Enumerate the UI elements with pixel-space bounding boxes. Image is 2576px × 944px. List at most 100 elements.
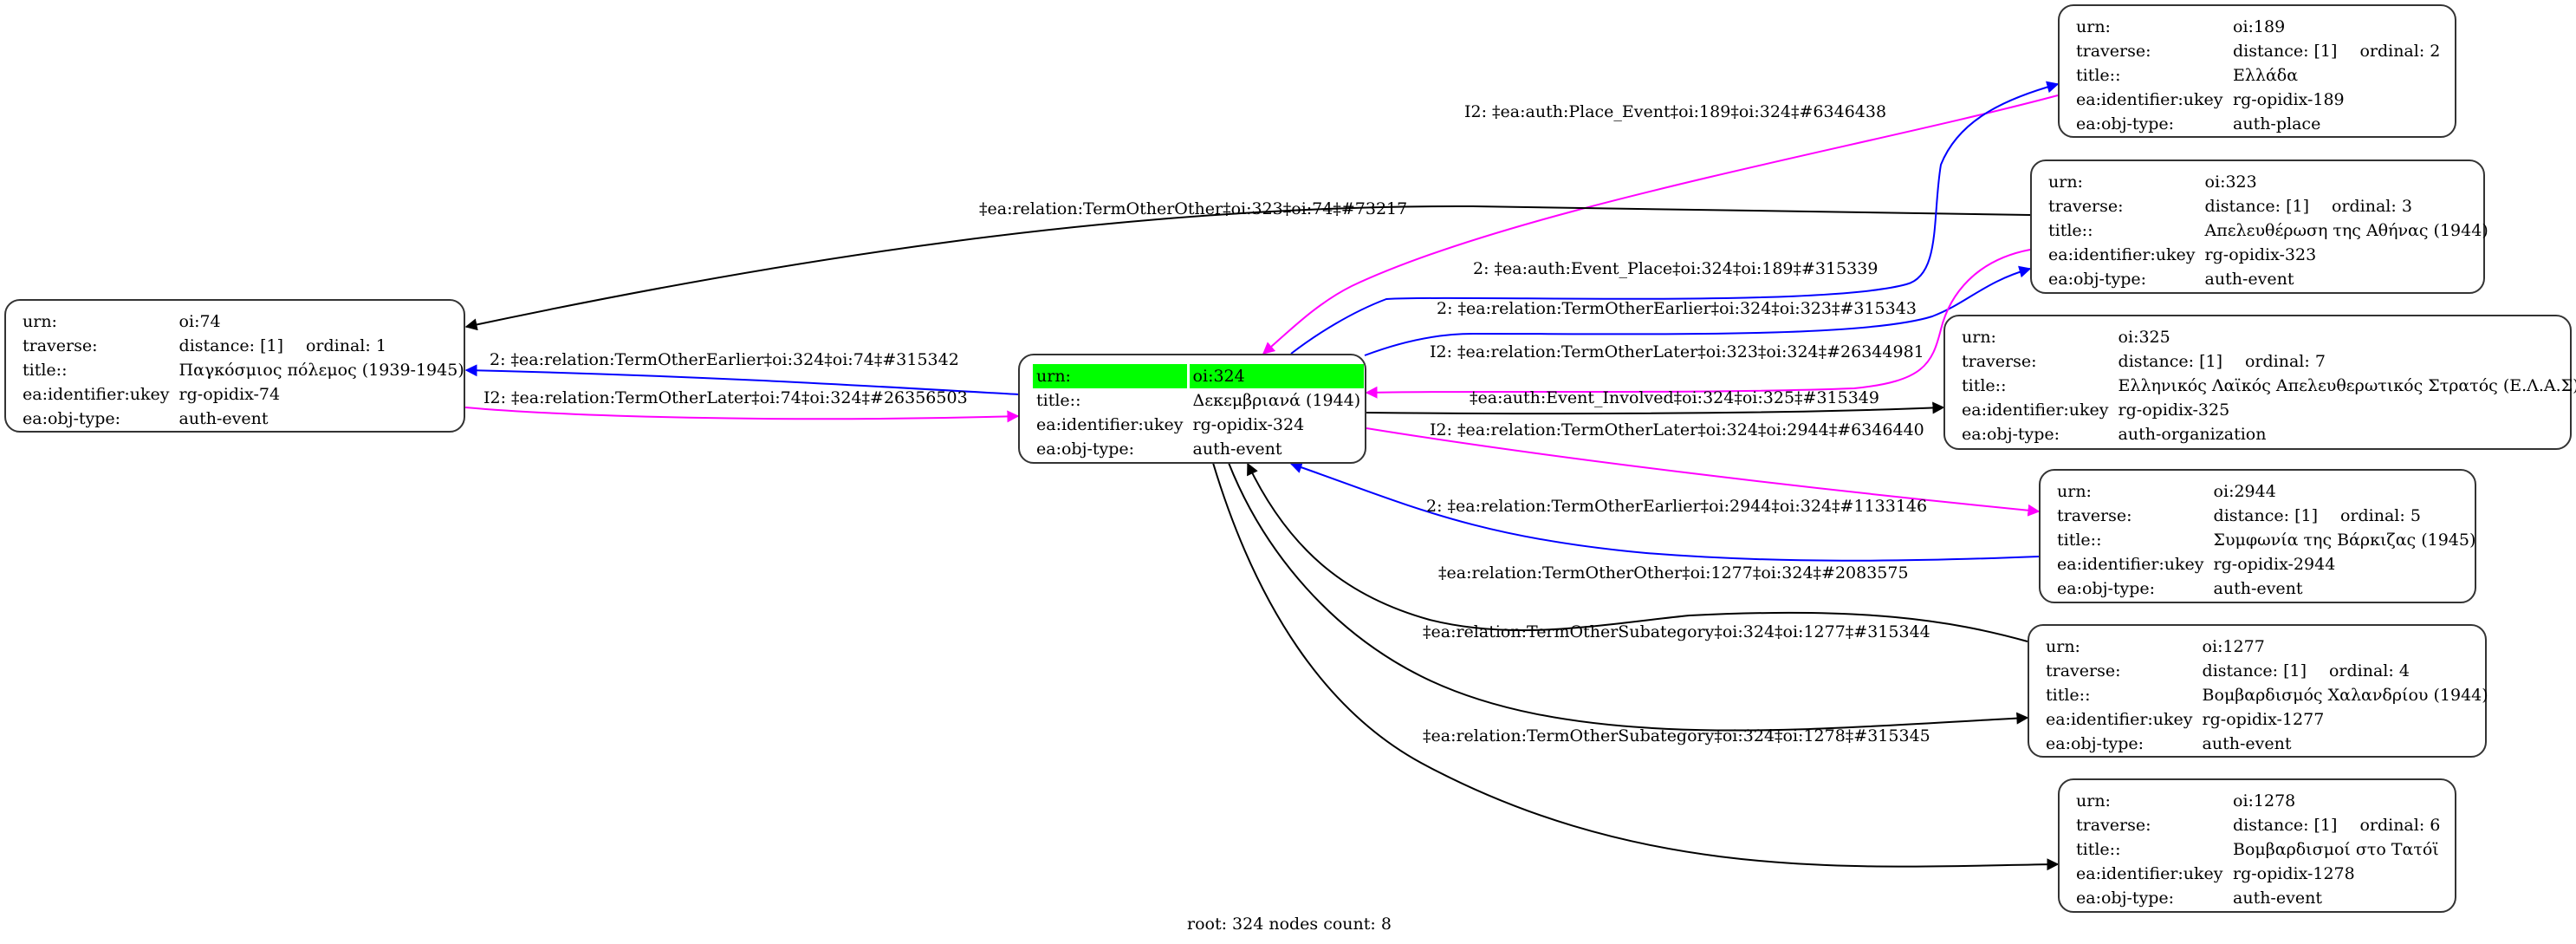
edge-label-e3: 2: ‡ea:auth:Event_Place‡oi:324‡oi:189‡#3…	[1473, 259, 1878, 278]
field-label: urn:	[1033, 364, 1187, 388]
node-objtype: auth-event	[2204, 270, 2294, 289]
field-label: ea:obj-type:	[23, 409, 121, 428]
node-traverse: distance: [1]ordinal: 2	[2233, 42, 2441, 61]
node-urn: oi:189	[2233, 17, 2286, 36]
edge-label-e7: I2: ‡ea:relation:TermOtherLater‡oi:74‡oi…	[483, 388, 968, 407]
field-label: ea:identifier:ukey	[2048, 245, 2196, 264]
edge-label-e2: ‡ea:relation:TermOtherOther‡oi:323‡oi:74…	[979, 199, 1408, 218]
field-label: ea:identifier:ukey	[1036, 415, 1184, 434]
node-oi-325[interactable]: urn: oi:325 traverse: distance: [1]ordinal…	[1943, 315, 2576, 450]
edge-e9	[1366, 427, 2041, 517]
node-urn: oi:324	[1189, 364, 1365, 388]
field-label: urn:	[2057, 482, 2092, 501]
edge-label-e13: ‡ea:relation:TermOtherSubategory‡oi:324‡…	[1423, 726, 1930, 745]
edge-e2	[464, 205, 2031, 331]
node-ukey: rg-opidix-74	[178, 385, 281, 404]
field-label: title::	[2076, 66, 2121, 85]
node-urn: oi:1278	[2233, 791, 2296, 811]
node-objtype: auth-event	[2213, 579, 2303, 598]
node-objtype: auth-event	[1192, 439, 1282, 459]
field-label: title::	[1962, 376, 2007, 395]
node-oi-323[interactable]: urn:oi:323 traverse:distance: [1]ordinal…	[2030, 160, 2488, 294]
node-objtype: auth-place	[2233, 114, 2321, 133]
edge-e4	[1364, 265, 2032, 356]
field-label: ea:obj-type:	[2076, 889, 2175, 908]
field-label: ea:identifier:ukey	[23, 385, 170, 404]
edge-e11	[1247, 462, 2028, 642]
node-traverse: distance: [1]ordinal: 5	[2213, 506, 2421, 525]
node-ukey: rg-opidix-189	[2233, 90, 2345, 109]
edge-label-e5: I2: ‡ea:relation:TermOtherLater‡oi:323‡o…	[1430, 342, 1924, 361]
node-ukey: rg-opidix-1278	[2233, 864, 2355, 883]
node-traverse: distance: [1]ordinal: 1	[178, 336, 386, 355]
field-label: ea:obj-type:	[2076, 114, 2175, 133]
field-label: ea:obj-type:	[2048, 270, 2147, 289]
node-objtype: auth-event	[178, 409, 269, 428]
field-label: title::	[23, 361, 68, 380]
node-oi-324-root[interactable]: urn:oi:324 title::Δεκεμβριανά (1944) ea:…	[1018, 354, 1366, 464]
field-label: ea:identifier:ukey	[2046, 710, 2193, 729]
edge-label-e10: 2: ‡ea:relation:TermOtherEarlier‡oi:2944…	[1426, 497, 1928, 516]
field-label: traverse:	[2076, 816, 2151, 835]
field-label: ea:identifier:ukey	[2076, 90, 2223, 109]
node-oi-2944[interactable]: urn:oi:2944 traverse:distance: [1]ordina…	[2039, 469, 2476, 603]
edge-label-e1: I2: ‡ea:auth:Place_Event‡oi:189‡oi:324‡#…	[1464, 102, 1887, 121]
edge-e5	[1365, 249, 2031, 399]
field-label: ea:obj-type:	[1962, 425, 2060, 444]
field-label: title::	[2048, 221, 2093, 240]
field-label: traverse:	[1962, 352, 2037, 371]
field-label: urn:	[2076, 791, 2111, 811]
node-ukey: rg-opidix-2944	[2213, 555, 2336, 574]
field-label: ea:identifier:ukey	[2057, 555, 2204, 574]
node-traverse: distance: [1]ordinal: 7	[2118, 352, 2326, 371]
graph-footer-caption: root: 324 nodes count: 8	[1187, 915, 1392, 934]
edge-e6	[464, 364, 1019, 395]
field-label: traverse:	[2076, 42, 2151, 61]
field-label: traverse:	[2057, 506, 2132, 525]
node-ukey: rg-opidix-1277	[2202, 710, 2325, 729]
node-title: Βομβαρδισμοί στο Τατόϊ	[2233, 840, 2439, 859]
node-title: Ελληνικός Λαϊκός Απελευθερωτικός Στρατός…	[2118, 376, 2576, 395]
edge-e7	[464, 407, 1020, 423]
node-traverse: distance: [1]ordinal: 3	[2204, 197, 2412, 216]
node-oi-189[interactable]: urn: oi:189 traverse: distance: [1]ordinal…	[2058, 4, 2456, 138]
edge-label-e8: ‡ea:auth:Event_Involved‡oi:324‡oi:325‡#3…	[1470, 388, 1879, 407]
field-label: traverse:	[2048, 197, 2124, 216]
node-objtype: auth-event	[2202, 734, 2292, 753]
edge-label-e9: I2: ‡ea:relation:TermOtherLater‡oi:324‡o…	[1430, 420, 1924, 439]
field-label: urn:	[2046, 637, 2080, 656]
field-label: urn:	[2076, 17, 2111, 36]
node-title: Συμφωνία της Βάρκιζας (1945)	[2213, 531, 2476, 550]
node-ukey: rg-opidix-324	[1192, 415, 1305, 434]
edge-e3	[1290, 81, 2060, 355]
edge-e12	[1228, 462, 2029, 732]
edge-label-e12: ‡ea:relation:TermOtherSubategory‡oi:324‡…	[1423, 622, 1930, 641]
edge-e10	[1289, 461, 2040, 562]
edge-label-e6: 2: ‡ea:relation:TermOtherEarlier‡oi:324‡…	[490, 350, 959, 369]
field-label: ea:obj-type:	[2057, 579, 2156, 598]
field-label: title::	[2046, 686, 2091, 705]
field-label: ea:obj-type:	[2046, 734, 2145, 753]
node-urn: oi:1277	[2202, 637, 2265, 656]
field-label: title::	[1036, 391, 1081, 410]
field-label: traverse:	[2046, 661, 2121, 680]
field-label: urn:	[23, 312, 57, 331]
node-oi-1278[interactable]: urn:oi:1278 traverse:distance: [1]ordina…	[2058, 778, 2456, 913]
node-title: Ελλάδα	[2233, 66, 2299, 85]
node-oi-74[interactable]: urn:oi:74 traverse:distance: [1]ordinal:…	[4, 299, 465, 433]
node-title: Παγκόσμιος πόλεμος (1939-1945)	[178, 361, 464, 380]
node-urn: oi:325	[2118, 328, 2170, 347]
field-label: title::	[2057, 531, 2102, 550]
field-label: urn:	[1962, 328, 1996, 347]
node-ukey: rg-opidix-323	[2204, 245, 2317, 264]
field-label: ea:obj-type:	[1036, 439, 1135, 459]
node-urn: oi:74	[178, 312, 221, 331]
field-label: urn:	[2048, 173, 2083, 192]
edge-label-e4: 2: ‡ea:relation:TermOtherEarlier‡oi:324‡…	[1437, 299, 1917, 318]
node-title: Δεκεμβριανά (1944)	[1192, 391, 1361, 410]
node-objtype: auth-event	[2233, 889, 2322, 908]
edge-e8	[1366, 401, 1945, 415]
node-oi-1277[interactable]: urn:oi:1277 traverse:distance: [1]ordina…	[2028, 624, 2488, 758]
node-title: Απελευθέρωση της Αθήνας (1944)	[2204, 221, 2488, 240]
